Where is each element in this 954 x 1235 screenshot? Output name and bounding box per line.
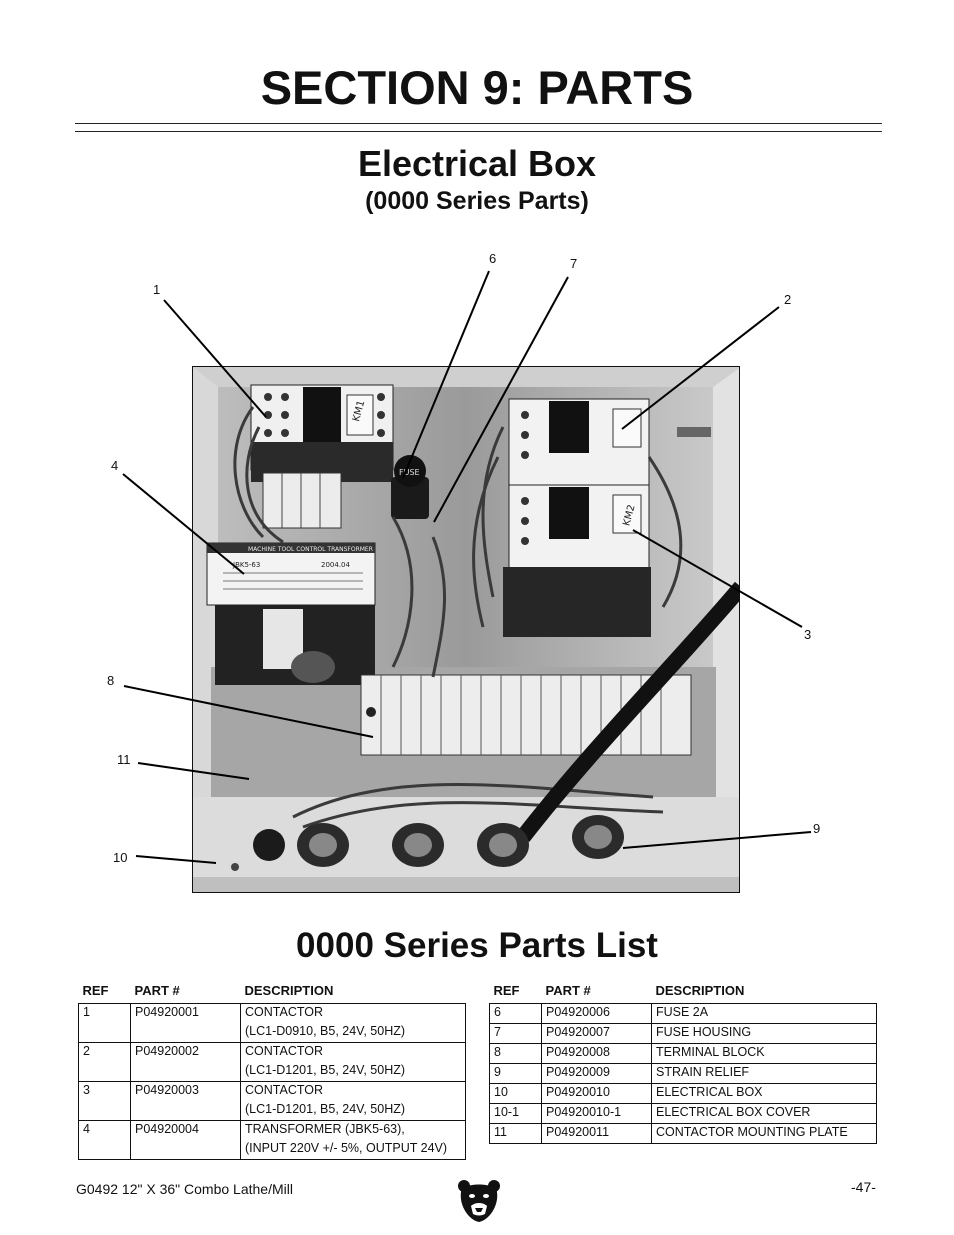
- electrical-box-photo: KM1 FUSE MACHINE TOOL CONTROL TRANSFORME…: [192, 366, 740, 893]
- table-row-continuation: (LC1-D0910, B5, 24V, 50HZ): [78, 1023, 466, 1043]
- description-cell: TRANSFORMER (JBK5-63),: [240, 1120, 466, 1140]
- table-row: 1 P04920001 CONTACTOR: [78, 1003, 466, 1023]
- part-number-cell: P04920010-1: [541, 1103, 652, 1124]
- table-row-continuation: (LC1-D1201, B5, 24V, 50HZ): [78, 1062, 466, 1082]
- description-cell: FUSE 2A: [651, 1003, 877, 1024]
- table-row: 7 P04920007 FUSE HOUSING: [489, 1023, 877, 1044]
- bear-logo-icon: [458, 1180, 500, 1222]
- part-number-cell: P04920004: [130, 1120, 241, 1140]
- parts-list-title: 0000 Series Parts List: [296, 926, 658, 965]
- callout-1: 1: [153, 282, 161, 297]
- page-number: -47-: [851, 1179, 876, 1195]
- diagram-subtitle: (0000 Series Parts): [365, 187, 589, 215]
- part-number-cell: P04920010: [541, 1083, 652, 1104]
- part-number-cell: P04920009: [541, 1063, 652, 1084]
- callout-8: 8: [107, 673, 115, 688]
- part-number-cell: P04920002: [130, 1042, 241, 1062]
- svg-text:FUSE: FUSE: [399, 468, 420, 477]
- column-header-ref: REF: [493, 982, 520, 998]
- svg-text:MACHINE TOOL CONTROL TRANSFORM: MACHINE TOOL CONTROL TRANSFORMER: [248, 546, 373, 553]
- part-number-cell: P04920003: [130, 1081, 241, 1101]
- table-row: 10-1 P04920010-1 ELECTRICAL BOX COVER: [489, 1103, 877, 1124]
- description-detail-cell: (LC1-D1201, B5, 24V, 50HZ): [240, 1101, 466, 1121]
- part-number-cell: P04920001: [130, 1003, 241, 1023]
- callout-3: 3: [804, 627, 812, 642]
- description-detail-cell: (LC1-D1201, B5, 24V, 50HZ): [240, 1062, 466, 1082]
- ref-cell: 6: [489, 1003, 542, 1024]
- svg-text:2004.04: 2004.04: [321, 561, 350, 569]
- svg-text:KM1: KM1: [351, 399, 367, 423]
- ref-cell: 10: [489, 1083, 542, 1104]
- column-header-description: DESCRIPTION: [244, 982, 334, 998]
- description-cell: STRAIN RELIEF: [651, 1063, 877, 1084]
- parts-table-left: REF PART # DESCRIPTION 1 P04920001 CONTA…: [78, 981, 466, 1160]
- ref-cell: 10-1: [489, 1103, 542, 1124]
- ref-cell: 7: [489, 1023, 542, 1044]
- diagram-title: Electrical Box: [357, 143, 597, 184]
- table-row: 3 P04920003 CONTACTOR: [78, 1081, 466, 1101]
- ref-cell: 8: [489, 1043, 542, 1064]
- table-row: 10 P04920010 ELECTRICAL BOX: [489, 1083, 877, 1104]
- ref-cell: 3: [78, 1081, 131, 1101]
- callout-9: 9: [813, 821, 821, 836]
- table-row: 2 P04920002 CONTACTOR: [78, 1042, 466, 1062]
- header-rule-top: [75, 123, 882, 124]
- callout-10: 10: [113, 850, 128, 865]
- column-header-part: PART #: [134, 982, 180, 998]
- part-number-cell: P04920011: [541, 1123, 652, 1144]
- ref-cell: 4: [78, 1120, 131, 1140]
- callout-2: 2: [784, 292, 792, 307]
- column-header-description: DESCRIPTION: [655, 982, 745, 998]
- description-cell: ELECTRICAL BOX: [651, 1083, 877, 1104]
- ref-cell: 2: [78, 1042, 131, 1062]
- description-cell: CONTACTOR: [240, 1003, 466, 1023]
- header-rule-bottom: [75, 131, 882, 132]
- parts-table-right: REF PART # DESCRIPTION 6 P04920006 FUSE …: [489, 981, 877, 1144]
- column-header-ref: REF: [82, 982, 109, 998]
- callout-11: 11: [117, 752, 131, 767]
- part-number-cell: P04920007: [541, 1023, 652, 1044]
- table-row-continuation: (INPUT 220V +/- 5%, OUTPUT 24V): [78, 1140, 466, 1160]
- table-row-continuation: (LC1-D1201, B5, 24V, 50HZ): [78, 1101, 466, 1121]
- callout-6: 6: [489, 251, 497, 266]
- svg-text:KM2: KM2: [621, 504, 637, 528]
- table-row: 8 P04920008 TERMINAL BLOCK: [489, 1043, 877, 1064]
- description-cell: CONTACTOR: [240, 1042, 466, 1062]
- description-cell: ELECTRICAL BOX COVER: [651, 1103, 877, 1124]
- ref-cell: 9: [489, 1063, 542, 1084]
- description-cell: FUSE HOUSING: [651, 1023, 877, 1044]
- table-row: 9 P04920009 STRAIN RELIEF: [489, 1063, 877, 1084]
- description-detail-cell: (LC1-D0910, B5, 24V, 50HZ): [240, 1023, 466, 1043]
- callout-7: 7: [570, 256, 578, 271]
- svg-text:JBK5-63: JBK5-63: [232, 561, 260, 569]
- ref-cell: 11: [489, 1123, 542, 1144]
- table-row: 6 P04920006 FUSE 2A: [489, 1003, 877, 1024]
- description-cell: CONTACTOR: [240, 1081, 466, 1101]
- part-number-cell: P04920008: [541, 1043, 652, 1064]
- electrical-box-illustration: KM1 FUSE MACHINE TOOL CONTROL TRANSFORME…: [193, 367, 739, 892]
- column-header-part: PART #: [545, 982, 591, 998]
- table-row: 4 P04920004 TRANSFORMER (JBK5-63),: [78, 1120, 466, 1140]
- callout-4: 4: [111, 458, 119, 473]
- footer-model-name: G0492 12" X 36" Combo Lathe/Mill: [76, 1181, 293, 1197]
- ref-cell: 1: [78, 1003, 131, 1023]
- part-number-cell: P04920006: [541, 1003, 652, 1024]
- description-cell: TERMINAL BLOCK: [651, 1043, 877, 1064]
- table-row: 11 P04920011 CONTACTOR MOUNTING PLATE: [489, 1123, 877, 1144]
- description-detail-cell: (INPUT 220V +/- 5%, OUTPUT 24V): [240, 1140, 466, 1160]
- section-title: SECTION 9: PARTS: [260, 61, 694, 114]
- description-cell: CONTACTOR MOUNTING PLATE: [651, 1123, 877, 1144]
